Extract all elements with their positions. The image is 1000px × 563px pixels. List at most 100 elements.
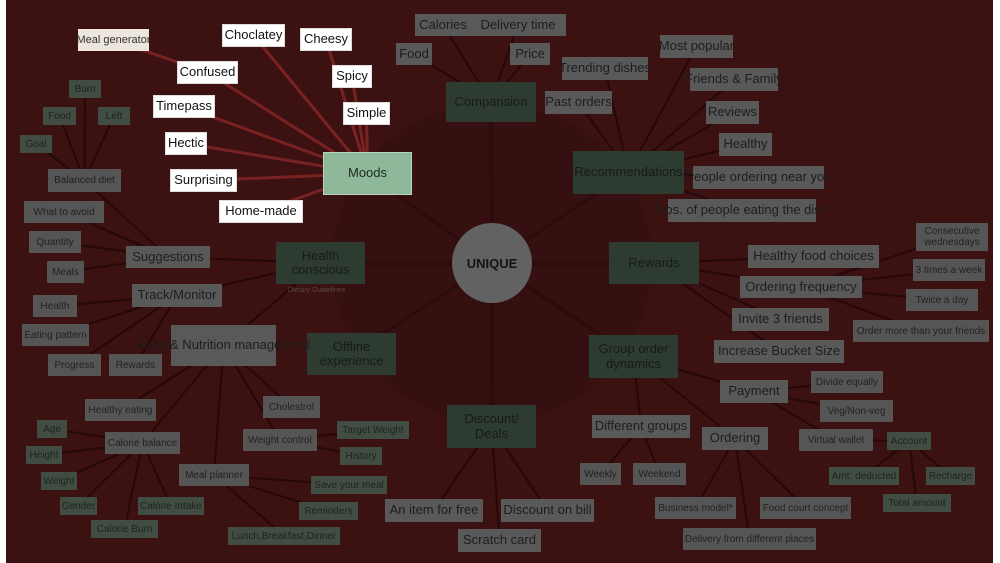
node-ordermore[interactable]: Order more than your friends bbox=[853, 320, 989, 342]
node-confused[interactable]: Confused bbox=[177, 61, 238, 84]
edge-track-trewards bbox=[134, 294, 178, 366]
node-timepass[interactable]: Timepass bbox=[153, 95, 215, 118]
node-past[interactable]: Past orders bbox=[545, 91, 612, 114]
node-healthy[interactable]: Healthy bbox=[719, 133, 772, 156]
node-quantity[interactable]: Quantity bbox=[29, 231, 81, 253]
edge-ordering-business bbox=[694, 438, 736, 509]
node-bfood[interactable]: Food bbox=[43, 107, 76, 125]
node-price[interactable]: Price bbox=[510, 43, 550, 65]
node-avoid[interactable]: What to avoid bbox=[24, 201, 104, 223]
node-foodcourt[interactable]: Food court concept bbox=[760, 497, 851, 519]
node-balanced[interactable]: Balanced diet bbox=[48, 169, 121, 192]
node-save[interactable]: Save your meal bbox=[311, 476, 387, 494]
node-heating[interactable]: Healthy eating bbox=[85, 399, 156, 421]
node-group[interactable]: Group order dynamics bbox=[589, 335, 678, 378]
node-ordering[interactable]: Ordering bbox=[702, 427, 768, 450]
node-friends[interactable]: Friends & Family bbox=[685, 68, 783, 91]
node-mealgen[interactable]: Meal generator bbox=[77, 29, 151, 51]
node-calburn[interactable]: Calorie Burn bbox=[91, 520, 158, 538]
node-offline[interactable]: Offline experience bbox=[307, 333, 396, 375]
node-popular[interactable]: Most popular bbox=[659, 35, 734, 58]
edge-moods-choclatey bbox=[252, 34, 369, 175]
node-weekly[interactable]: Weekly bbox=[580, 463, 621, 485]
node-goal[interactable]: Goal bbox=[20, 135, 52, 153]
node-delivery[interactable]: Delivery from different places bbox=[683, 528, 816, 550]
node-weekend[interactable]: Weekend bbox=[633, 463, 686, 485]
node-gender[interactable]: Gender bbox=[60, 497, 97, 515]
node-trewards[interactable]: Rewards bbox=[109, 354, 162, 376]
node-reminders[interactable]: Reminders bbox=[299, 502, 358, 520]
node-amt[interactable]: Amt. deducted bbox=[829, 467, 899, 485]
node-diffgroups[interactable]: Different groups bbox=[592, 415, 690, 438]
node-divide[interactable]: Divide equally bbox=[811, 371, 883, 393]
node-suggestions[interactable]: Suggestions bbox=[126, 246, 210, 268]
node-health[interactable]: Health conscious bbox=[276, 242, 365, 284]
node-surprising[interactable]: Surprising bbox=[170, 169, 237, 192]
node-discbill[interactable]: Discount on bill bbox=[501, 499, 594, 522]
edge-account-total bbox=[908, 440, 918, 504]
node-bucket[interactable]: Increase Bucket Size bbox=[714, 340, 844, 363]
node-lbd[interactable]: Lunch,Breakfast,Dinner bbox=[228, 527, 340, 545]
node-history[interactable]: History bbox=[340, 447, 382, 465]
node-trending[interactable]: Trending dishes bbox=[559, 57, 651, 80]
node-hectic[interactable]: Hectic bbox=[165, 132, 207, 155]
node-spicy[interactable]: Spicy bbox=[332, 65, 372, 88]
node-age[interactable]: Age bbox=[37, 420, 67, 438]
health-subtitle: Dietary Guidelines bbox=[288, 287, 346, 294]
node-reviews[interactable]: Reviews bbox=[706, 101, 759, 124]
node-weight[interactable]: Weight bbox=[41, 472, 77, 490]
node-discount[interactable]: Discount/ Deals bbox=[447, 405, 536, 448]
edge-suggestions-balanced bbox=[83, 179, 169, 258]
node-comparision[interactable]: Comparision bbox=[446, 82, 536, 122]
node-scratch[interactable]: Scratch card bbox=[458, 529, 541, 552]
node-eating[interactable]: Eating pattern bbox=[22, 324, 89, 346]
node-thealth[interactable]: Health bbox=[33, 295, 77, 317]
node-weightctl[interactable]: Weight control bbox=[243, 429, 317, 451]
node-target[interactable]: Target Weight bbox=[337, 421, 409, 439]
node-left[interactable]: Left bbox=[98, 107, 130, 125]
node-rewards[interactable]: Rewards bbox=[609, 242, 699, 284]
edge-track-progress bbox=[73, 294, 178, 366]
node-payment[interactable]: Payment bbox=[720, 380, 788, 403]
center-node-unique[interactable]: UNIQUE bbox=[452, 223, 532, 303]
edge-fnm-mealplan bbox=[213, 345, 225, 476]
edge-balanced-burn bbox=[83, 88, 86, 181]
node-calintake[interactable]: Calorie Intake bbox=[138, 497, 204, 515]
node-threetimes[interactable]: 3 times a week bbox=[913, 259, 985, 281]
node-twice[interactable]: Twice a day bbox=[906, 289, 978, 311]
node-invite[interactable]: Invite 3 friends bbox=[732, 308, 829, 331]
node-hfc[interactable]: Healthy food choices bbox=[748, 245, 879, 268]
node-cholestrol[interactable]: Cholestrol bbox=[263, 396, 320, 418]
node-freq[interactable]: Ordering frequency bbox=[740, 276, 862, 298]
node-consec[interactable]: Consecutive wednesdays bbox=[916, 223, 988, 251]
node-calories[interactable]: Calories bbox=[415, 14, 471, 36]
edge-calbal-calburn bbox=[123, 442, 144, 530]
node-nos[interactable]: Nos. of people eating the dish bbox=[656, 199, 828, 222]
edge-ordering-delivery bbox=[734, 438, 751, 540]
node-total[interactable]: Total amount bbox=[883, 494, 951, 512]
node-height[interactable]: Height bbox=[26, 446, 62, 464]
node-business[interactable]: Business model* bbox=[655, 497, 736, 519]
node-simple[interactable]: Simple bbox=[343, 102, 390, 125]
node-itemfree[interactable]: An item for free bbox=[385, 499, 483, 522]
node-burn[interactable]: Burn bbox=[69, 80, 101, 98]
node-choclatey[interactable]: Choclatey bbox=[222, 24, 285, 47]
node-recommendations[interactable]: Recommendations bbox=[573, 151, 684, 194]
node-vegnon[interactable]: Veg/Non-veg bbox=[820, 400, 893, 422]
node-homemade[interactable]: Home-made bbox=[219, 200, 303, 223]
node-wallet[interactable]: Virtual wallet bbox=[799, 429, 873, 451]
node-deliverytime[interactable]: Delivery time bbox=[470, 14, 566, 36]
node-nearyou[interactable]: People ordering near you bbox=[686, 166, 832, 189]
node-moods[interactable]: Moods bbox=[323, 152, 412, 195]
node-progress[interactable]: Progress bbox=[48, 354, 101, 376]
node-cheesy[interactable]: Cheesy bbox=[300, 28, 352, 51]
node-food[interactable]: Food bbox=[396, 43, 432, 65]
node-meals[interactable]: Meals bbox=[47, 261, 84, 283]
node-account[interactable]: Account bbox=[887, 432, 931, 450]
node-track[interactable]: Track/Monitor bbox=[132, 284, 222, 307]
node-fnm[interactable]: Food & Nutrition management bbox=[137, 325, 310, 366]
node-mealplan[interactable]: Meal planner bbox=[179, 464, 249, 486]
node-calbal[interactable]: Calorie balance bbox=[105, 432, 180, 454]
node-recharge[interactable]: Recharge bbox=[926, 467, 975, 485]
